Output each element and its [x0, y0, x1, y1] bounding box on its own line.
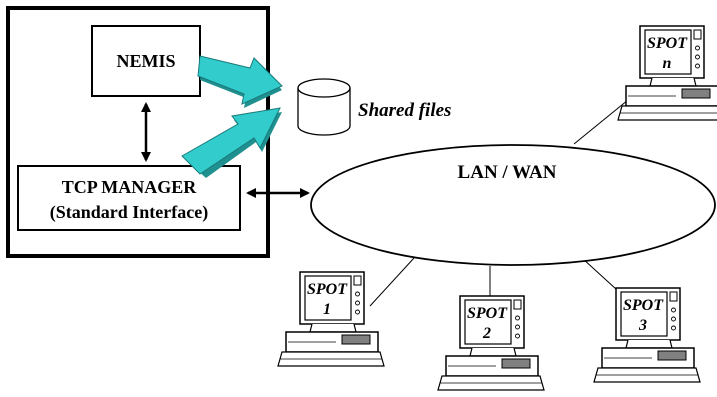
spot-n-label-line2: n: [663, 55, 672, 72]
shared-files-label: Shared files: [358, 100, 451, 121]
spot-2-computer[interactable]: SPOT 2: [437, 295, 545, 391]
spot-1-computer[interactable]: SPOT 1: [277, 271, 385, 367]
spot-1-label-line2: 1: [323, 301, 331, 318]
spot-3-label-line1: SPOT: [623, 297, 664, 314]
spot-3-label-line2: 3: [638, 317, 647, 334]
nemis-label: NEMIS: [116, 51, 175, 71]
spot-1-label-line1: SPOT: [307, 281, 348, 298]
spot-n-computer[interactable]: SPOT n: [617, 25, 717, 121]
tcp-to-shared-files-arrow: [181, 107, 282, 178]
spot-n-label-line1: SPOT: [647, 35, 688, 52]
spot-2-label-line2: 2: [482, 325, 491, 342]
tcp-manager-box[interactable]: TCP MANAGER (Standard Interface): [17, 165, 241, 231]
lan-wan-network[interactable]: LAN / WAN: [310, 144, 716, 266]
tcp-manager-label: TCP MANAGER: [62, 177, 198, 197]
nemis-box[interactable]: NEMIS: [91, 25, 201, 97]
lan-wan-label: LAN / WAN: [458, 162, 557, 183]
lan-spot-1-link: [369, 257, 415, 307]
spot-3-computer[interactable]: SPOT 3: [593, 287, 701, 383]
spot-2-label-line1: SPOT: [467, 305, 508, 322]
nemis-to-shared-files-arrow: [197, 55, 283, 108]
lan-spot-n-link: [573, 99, 629, 145]
shared-files-cylinder-icon[interactable]: [297, 78, 351, 136]
tcp-manager-sublabel: (Standard Interface): [50, 202, 208, 223]
